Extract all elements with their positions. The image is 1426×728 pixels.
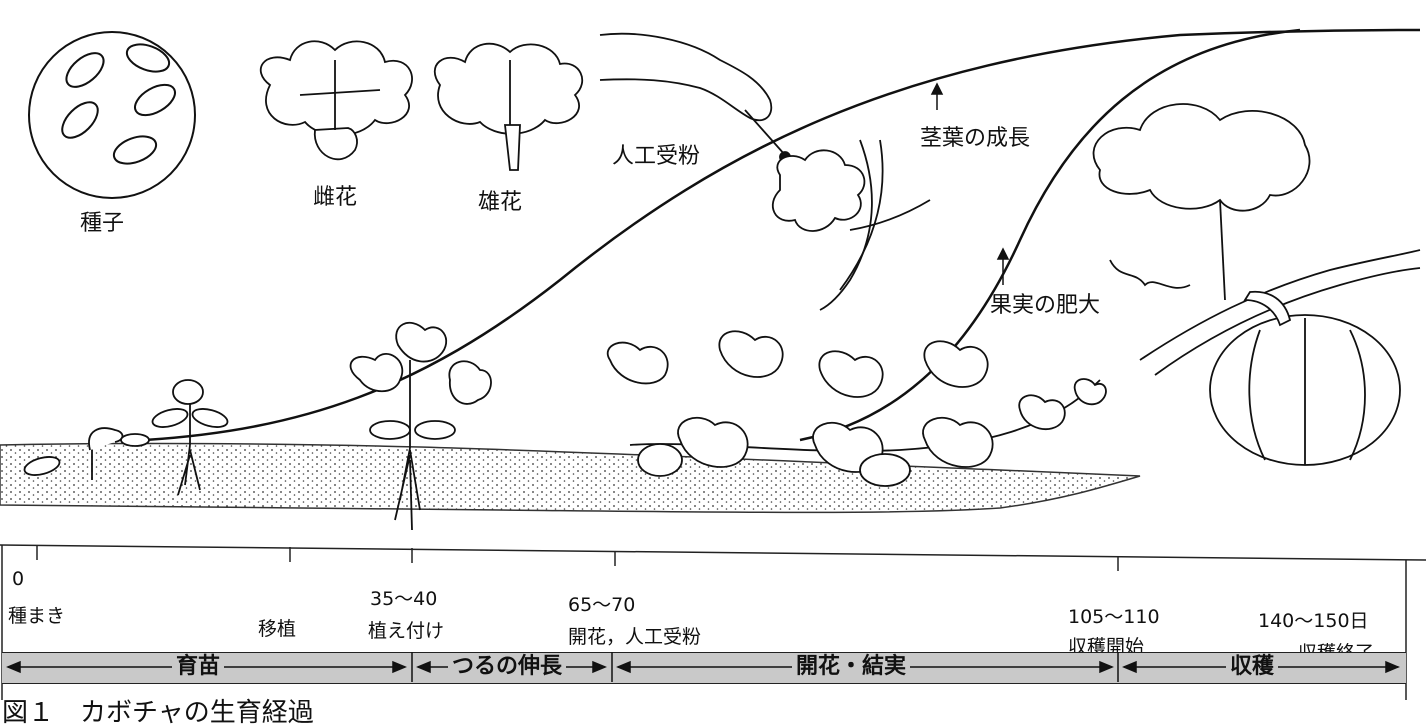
- pumpkin-plant-drawing: [1092, 103, 1421, 466]
- tick-event-0: 種まき: [8, 605, 66, 627]
- tick-event-4: 収穫開始: [1068, 636, 1145, 658]
- phase-flowering-fruiting: 開花・結実: [792, 656, 911, 678]
- soil: [0, 442, 1141, 514]
- phase-seedling: 育苗: [172, 656, 225, 678]
- label-seed: 種子: [80, 211, 125, 236]
- female-flower-drawing: [259, 40, 413, 161]
- seed-circle: [28, 31, 196, 199]
- phase-vine-growth: つるの伸長: [448, 656, 567, 678]
- transplant-seedling-drawing: [349, 321, 492, 531]
- phase-band: [2, 652, 1406, 684]
- phase-harvest: 収穫: [1226, 656, 1279, 678]
- tick-day-5: 140〜150日: [1258, 610, 1369, 632]
- hand-pollinating-drawing: [599, 32, 791, 163]
- small-seedling-drawing: [151, 379, 229, 496]
- tick-day-4: 105〜110: [1068, 606, 1160, 628]
- label-arrows: [930, 82, 1010, 285]
- figure-caption: 図１ カボチャの生育経過: [2, 698, 314, 728]
- label-female-flower: 雌花: [313, 185, 358, 210]
- label-pollination: 人工受粉: [612, 144, 701, 169]
- tick-day-3: 65〜70: [568, 594, 636, 616]
- label-male-flower: 雄花: [478, 190, 523, 215]
- fruit-growth-curve: [799, 28, 1301, 442]
- germinating-seed-drawing: [23, 427, 150, 480]
- timeline-ticks: [36, 545, 1119, 571]
- tick-event-1: 移植: [258, 618, 297, 640]
- vine-plants-drawing: [607, 330, 1107, 487]
- tick-event-2: 植え付け: [368, 620, 445, 642]
- pollinated-flower-drawing: [771, 139, 931, 311]
- label-stem-leaf-growth: 茎葉の成長: [920, 126, 1031, 151]
- label-fruit-growth: 果実の肥大: [990, 293, 1101, 318]
- male-flower-drawing: [433, 42, 584, 171]
- tick-day-2: 35〜40: [370, 588, 438, 610]
- tick-event-3: 開花，人工受粉: [568, 626, 702, 648]
- tick-day-0: 0: [12, 568, 25, 590]
